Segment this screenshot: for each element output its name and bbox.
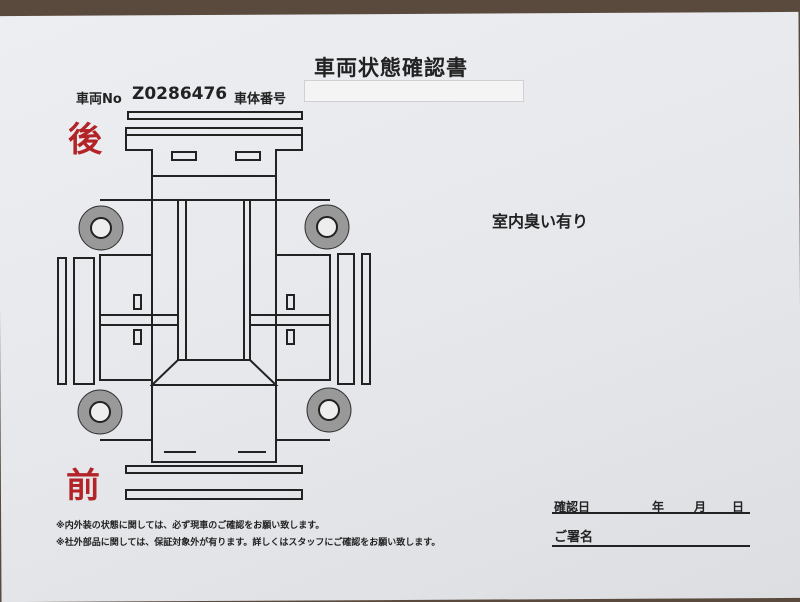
front-label: 前 [66,466,100,506]
note-2: ※社外部品に関しては、保証対象外が有ります。詳しくはスタッフにご確認をお願い致し… [56,538,441,548]
wheel-rear-right [304,204,350,250]
document-title: 車両状態確認書 [314,56,468,80]
wheel-front-left [77,389,123,435]
confirm-date-label: 確認日 [554,500,591,514]
vehicle-no-label: 車両No [76,92,122,107]
day-label: 日 [732,500,745,514]
date-underline [552,512,750,514]
note-1: ※内外装の状態に関しては、必ず現車のご確認をお願い致します。 [56,521,325,531]
signature-label: ご署名 [554,530,594,545]
wheel-front-right [306,387,352,433]
signature-field[interactable] [552,545,750,547]
vehicle-no-value: Z0286476 [132,84,228,104]
chassis-no-label: 車体番号 [234,92,287,107]
wheel-rear-left [78,205,124,251]
memo-text: 室内臭い有り [492,212,589,231]
rear-label: 後 [68,120,102,160]
month-label: 月 [694,500,707,514]
year-label: 年 [652,500,665,514]
chassis-no-field[interactable] [304,80,524,102]
